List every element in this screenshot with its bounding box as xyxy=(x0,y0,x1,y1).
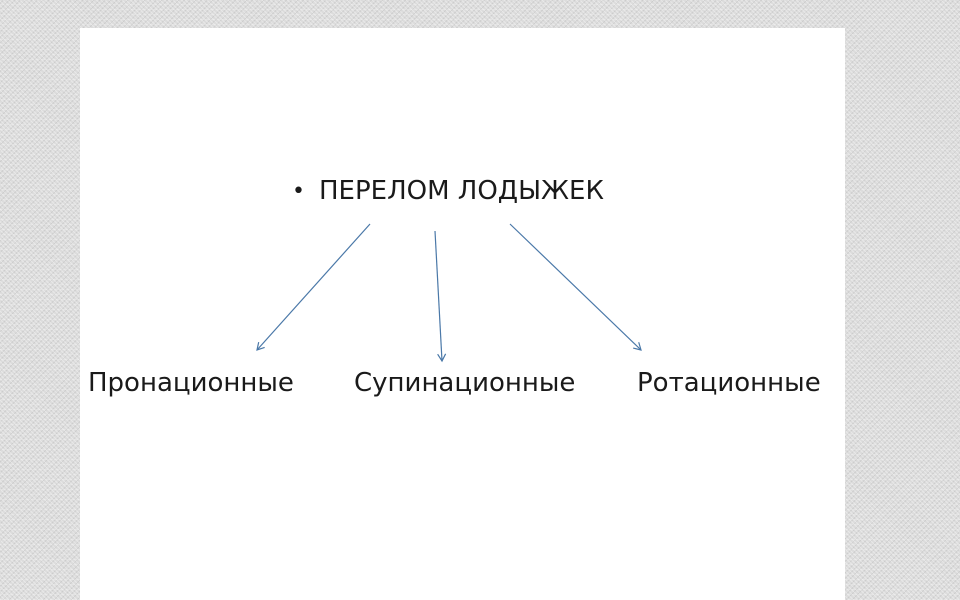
arrows-layer xyxy=(256,223,642,363)
child-node-pronation: Пронационные xyxy=(88,368,294,398)
arrow-to-rotation xyxy=(509,223,642,351)
slide: • ПЕРЕЛОМ ЛОДЫЖЕК Пронационные Супинацио… xyxy=(80,28,845,600)
arrow-to-supination xyxy=(434,230,447,363)
bullet-icon: • xyxy=(292,178,305,204)
root-label: ПЕРЕЛОМ ЛОДЫЖЕК xyxy=(318,176,604,206)
arrow-to-pronation xyxy=(256,223,371,351)
child-node-supination: Супинационные xyxy=(354,368,576,398)
child-node-rotation: Ротационные xyxy=(637,368,821,398)
root-node: • ПЕРЕЛОМ ЛОДЫЖЕК xyxy=(292,176,604,206)
